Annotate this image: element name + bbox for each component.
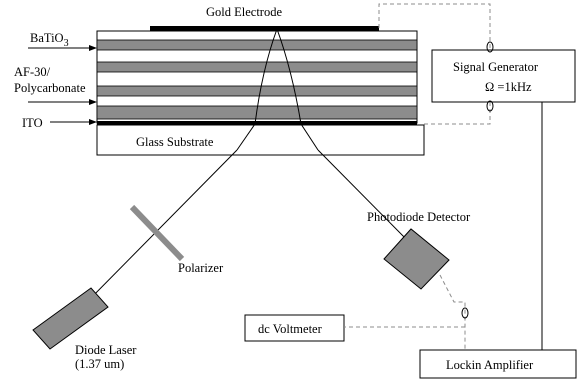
ito-arrowhead	[89, 119, 97, 125]
wire-loop-top	[486, 41, 494, 53]
stack-layer-1	[96, 39, 418, 51]
beam-in-sample-left	[236, 123, 256, 151]
diode-laser	[32, 287, 109, 350]
glass-substrate-label: Glass Substrate	[136, 135, 214, 149]
wire-generator-to-ito	[424, 102, 491, 125]
dc-voltmeter-label: dc Voltmeter	[258, 322, 323, 336]
wire-loop-detector	[461, 307, 469, 319]
stack-layer-2	[96, 61, 418, 73]
af30-arrowhead	[89, 99, 97, 105]
signal-generator	[431, 49, 576, 103]
wire-generator-to-electrode	[378, 3, 491, 50]
stack-layer-3	[96, 85, 418, 97]
beam-in-sample-down-right	[276, 28, 302, 125]
polarizer-label: Polarizer	[178, 261, 224, 275]
dc-voltmeter	[244, 314, 345, 342]
lockin-amplifier	[419, 349, 577, 379]
beam-exit-lower	[300, 123, 319, 151]
beam-reflected	[317, 149, 413, 246]
photodiode-detector-label: Photodiode Detector	[367, 210, 471, 224]
diode-laser-label-line2: (1.37 um)	[75, 357, 124, 371]
photodiode-detector	[383, 228, 450, 290]
diode-laser-label-line1: Diode Laser	[75, 343, 137, 357]
batio3-label: BaTiO3	[30, 31, 69, 49]
batio3-arrowhead	[89, 45, 97, 51]
wire-detector-to-junction	[439, 274, 466, 350]
gold-electrode	[150, 26, 379, 31]
beam-in-sample-up-left	[254, 28, 278, 125]
af30-label-line1: AF-30/	[14, 65, 51, 79]
polarizer	[129, 204, 185, 262]
gold-electrode-label: Gold Electrode	[206, 5, 282, 19]
ito-label: ITO	[22, 116, 43, 130]
signal-generator-label-line2: Ω =1kHz	[485, 80, 532, 94]
beam-incident-lower	[83, 149, 238, 306]
signal-generator-label-line1: Signal Generator	[453, 60, 539, 74]
wire-loop-bottom	[486, 100, 494, 112]
glass-substrate	[96, 124, 425, 156]
lockin-amplifier-label: Lockin Amplifier	[446, 358, 534, 372]
af30-label-line2: Polycarbonate	[14, 81, 86, 95]
ito-layer	[97, 121, 417, 125]
